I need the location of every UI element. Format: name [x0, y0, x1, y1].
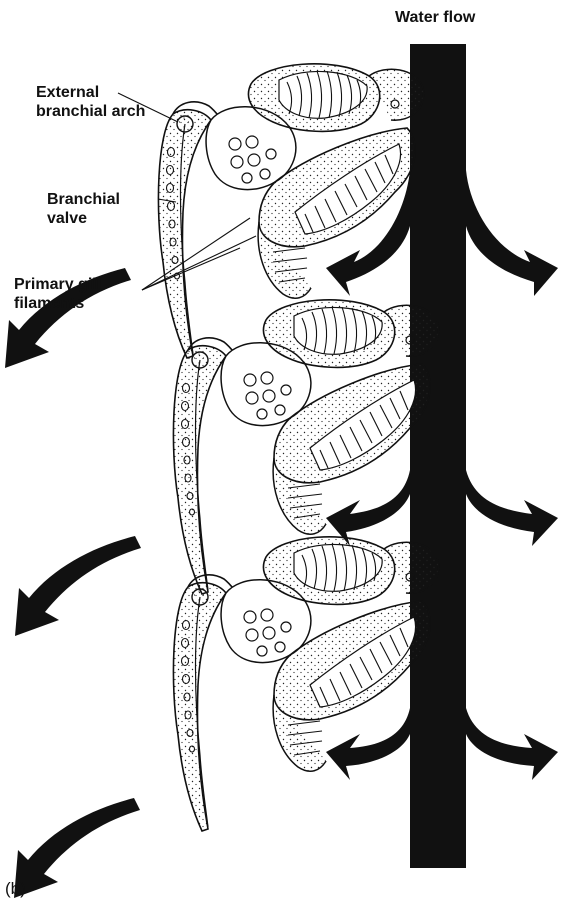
panel-label: (b) — [5, 879, 26, 898]
water-flow-title: Water flow — [395, 8, 475, 27]
primary-gill-filaments-label: Primary gill filaments — [14, 275, 164, 313]
outflow-arrow-middle — [15, 536, 141, 636]
gill-unit-lower — [173, 537, 438, 831]
outflow-arrow-lower — [14, 798, 140, 898]
external-branchial-arch-label: External branchial arch — [36, 83, 146, 121]
branchial-valve-label: Branchial valve — [47, 190, 157, 228]
